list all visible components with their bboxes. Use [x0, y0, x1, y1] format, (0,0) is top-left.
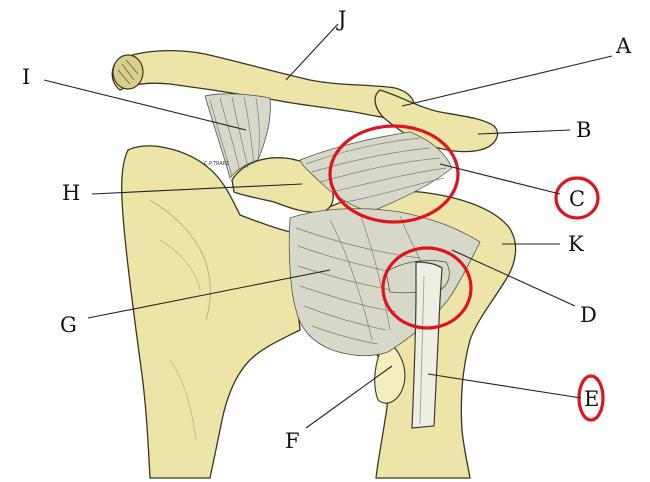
label-d: D — [580, 303, 597, 327]
label-i: I — [22, 65, 30, 89]
label-b: B — [576, 118, 591, 142]
label-h: H — [62, 181, 80, 205]
label-f: F — [285, 429, 300, 453]
label-j: J — [336, 7, 346, 31]
label-c: C — [569, 187, 585, 211]
leader-a — [402, 56, 612, 106]
label-g: G — [60, 313, 77, 337]
label-k: K — [568, 232, 584, 256]
leader-j — [286, 24, 338, 80]
label-a: A — [615, 34, 632, 58]
fine-print: C.P.TRAPZ — [204, 161, 230, 167]
label-e: E — [584, 387, 599, 411]
